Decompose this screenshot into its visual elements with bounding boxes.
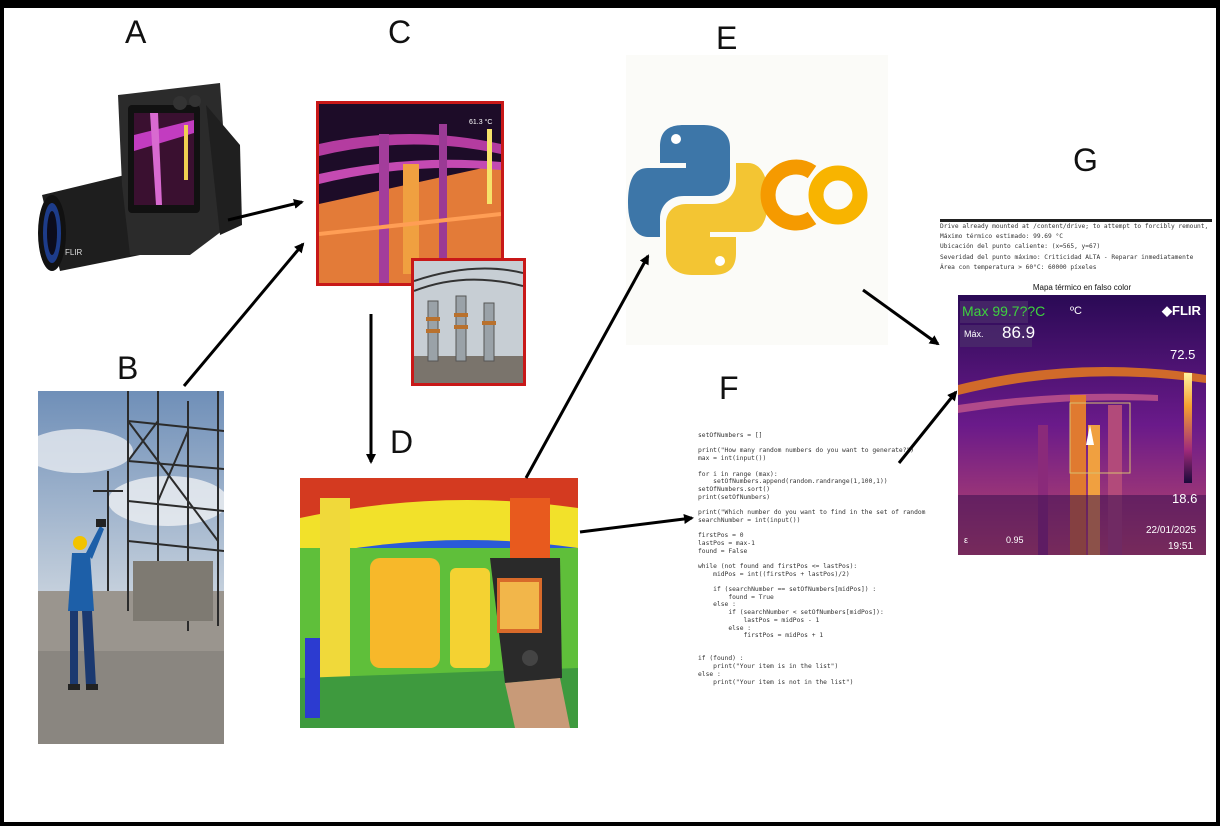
max-label: Máx. — [964, 329, 984, 339]
code-line: print("Which number do you want to find … — [698, 509, 926, 517]
code-line: setOfNumbers = [] — [698, 432, 763, 439]
unit-label: ºC — [1070, 305, 1082, 317]
flir-brand: ◆FLIR — [1162, 303, 1201, 319]
code-line: setOfNumbers.append(random.randrange(1,1… — [698, 478, 888, 486]
code-line: if (searchNumber < setOfNumbers[midPos])… — [698, 609, 884, 617]
scale-bottom-value: 18.6 — [1172, 491, 1198, 506]
python-code-listing: setOfNumbers = [] print("How many random… — [698, 432, 928, 757]
emissivity-value: 0.95 — [1006, 535, 1024, 545]
code-line: lastPos = max-1 — [698, 539, 755, 547]
code-line — [698, 524, 928, 532]
output-line: Severidad del punto máximo: Criticidad A… — [940, 253, 1194, 261]
code-line: else : — [698, 624, 752, 632]
svg-text:FLIR: FLIR — [65, 248, 83, 257]
flir-brand-text: FLIR — [1172, 303, 1201, 318]
overlay-max-readout: Max 99.7??C — [962, 303, 1046, 319]
plot-title: Mapa térmico en falso color — [1032, 283, 1132, 292]
capture-date: 22/01/2025 — [1146, 525, 1197, 536]
label-d: D — [390, 424, 414, 460]
output-line: Área con temperatura > 60°C: 60000 píxel… — [940, 263, 1097, 271]
code-line: for i in range (max): — [698, 470, 778, 478]
code-line: max = int(input()) — [698, 455, 767, 463]
code-line: while (not found and firstPos <= lastPos… — [698, 562, 858, 570]
label-e: E — [716, 20, 738, 56]
code-line: firstPos = 0 — [698, 532, 744, 540]
code-line — [698, 555, 928, 563]
code-line: else : — [698, 601, 736, 609]
label-a: A — [125, 14, 147, 50]
thermal-inspection-image: 61.3 °C — [316, 101, 504, 286]
code-line: midPos = int((firstPos + lastPos)/2) — [698, 570, 850, 578]
code-line: print("Your item is in the list") — [698, 663, 839, 671]
label-g: G — [1073, 142, 1098, 178]
code-line — [698, 648, 928, 656]
python-colab-logos — [626, 55, 888, 345]
code-line — [698, 640, 928, 648]
code-line: found = True — [698, 593, 774, 601]
code-line: if (found) : — [698, 655, 744, 663]
handheld-thermal-image — [300, 478, 578, 728]
code-line: else : — [698, 670, 721, 678]
code-line — [698, 501, 928, 509]
colab-output: Drive already mounted at /content/drive;… — [940, 222, 1212, 292]
python-logo — [628, 125, 768, 275]
output-line: Drive already mounted at /content/drive;… — [940, 223, 1212, 230]
output-line: Máximo térmico estimado: 99.69 °C — [940, 233, 1063, 241]
output-divider — [940, 219, 1212, 222]
code-line: firstPos = midPos + 1 — [698, 632, 824, 640]
false-color-thermal-map: Max 99.7??C ºC Máx. 86.9 ◆FLIR 72.5 18.6… — [958, 295, 1206, 555]
code-line: if (searchNumber == setOfNumbers[midPos]… — [698, 586, 877, 594]
code-line: found = False — [698, 547, 748, 555]
colab-logo — [760, 159, 868, 231]
code-line: searchNumber = int(input()) — [698, 516, 801, 524]
code-line — [698, 440, 928, 448]
thermal-camera-image: FLIR — [30, 75, 245, 275]
emissivity-label: ε — [964, 535, 969, 545]
code-line — [698, 463, 928, 471]
scale-top-value: 72.5 — [1170, 347, 1196, 362]
code-line: lastPos = midPos - 1 — [698, 616, 820, 624]
flir-logo-icon: ◆ — [1162, 303, 1172, 318]
code-line: print("Your item is not in the list") — [698, 678, 854, 686]
code-line: print(setOfNumbers) — [698, 493, 771, 501]
label-f: F — [719, 370, 739, 406]
technician-photo — [38, 391, 224, 744]
max-value: 86.9 — [1002, 323, 1036, 342]
capture-time: 19:51 — [1168, 541, 1194, 552]
label-b: B — [117, 350, 139, 386]
output-line: Ubicación del punto caliente: (x=565, y=… — [940, 243, 1101, 251]
code-line — [698, 578, 928, 586]
code-line: print("How many random numbers do you wa… — [698, 447, 915, 455]
label-c: C — [388, 14, 412, 50]
code-line: setOfNumbers.sort() — [698, 485, 771, 493]
temperature-readout: 61.3 °C — [469, 118, 492, 126]
substation-photo-inset — [411, 258, 526, 386]
